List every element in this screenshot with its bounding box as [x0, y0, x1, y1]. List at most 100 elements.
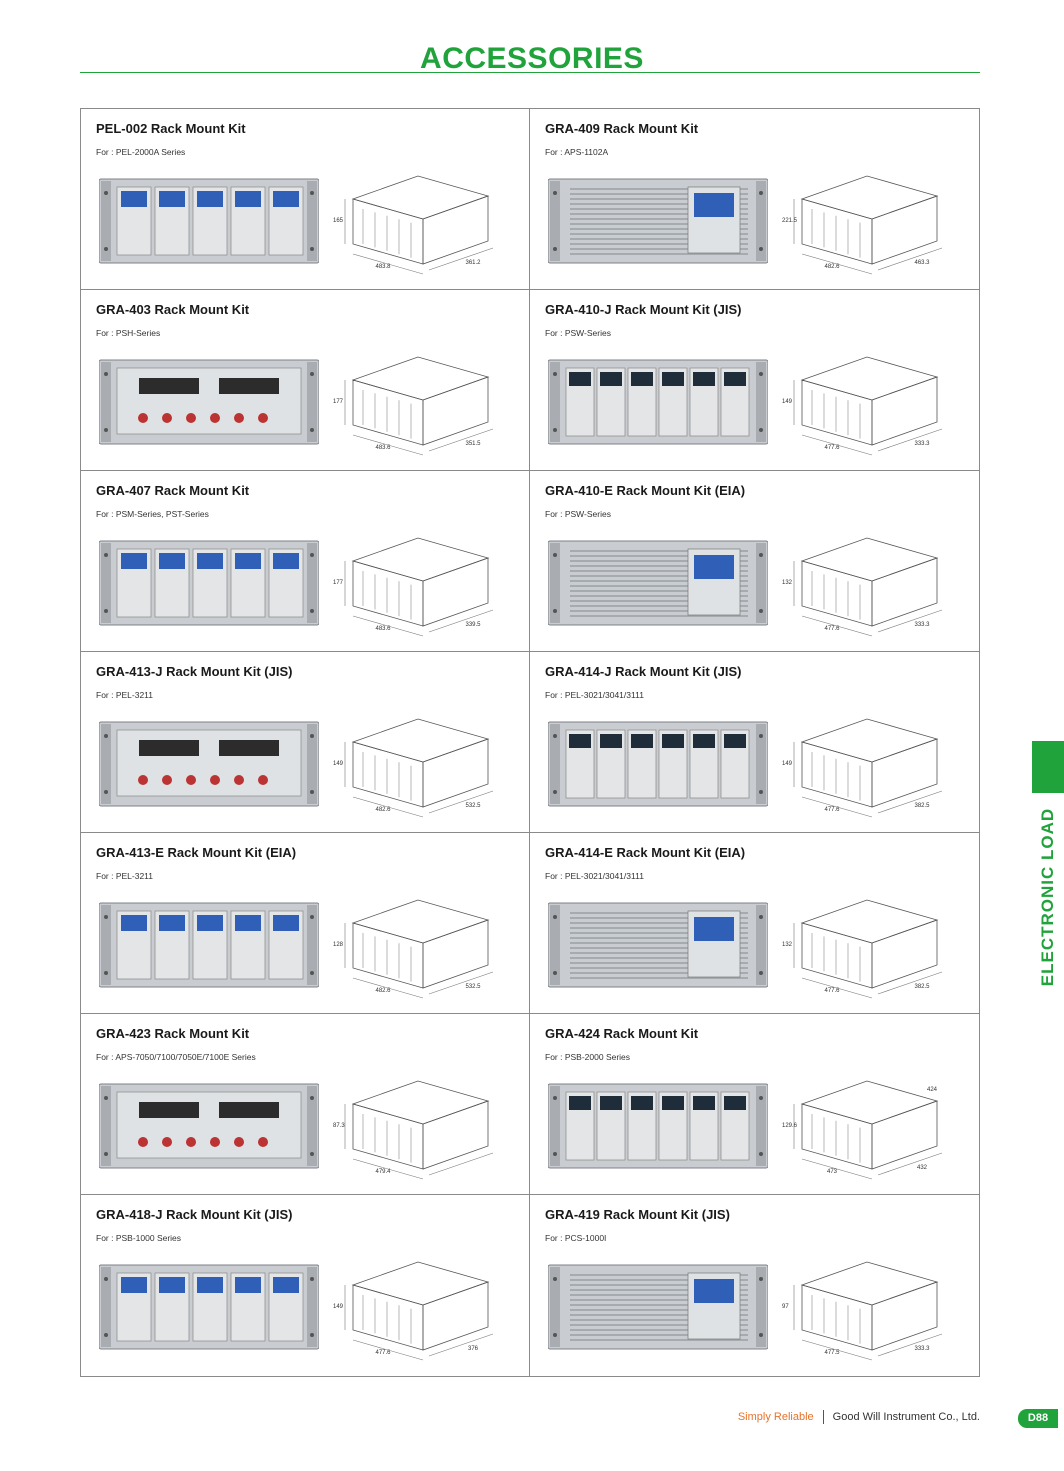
product-photo — [547, 902, 769, 988]
dimension-label: 376 — [468, 1346, 479, 1352]
product-photo — [547, 1264, 769, 1350]
product-compatibility: For : PSH-Series — [96, 328, 161, 338]
dimension-label: 483.6 — [375, 626, 391, 632]
product-photo — [98, 1083, 320, 1169]
dimension-label: 149 — [782, 399, 793, 405]
product-photo — [98, 902, 320, 988]
product-title: GRA-413-E Rack Mount Kit (EIA) — [96, 845, 297, 860]
product-compatibility: For : PSB-2000 Series — [545, 1052, 631, 1062]
product-photo-frame — [98, 1082, 320, 1172]
product-cell: GRA-413-J Rack Mount Kit (JIS)For : PEL-… — [81, 652, 530, 833]
product-photo-frame — [547, 720, 769, 810]
product-compatibility: For : PCS-1000I — [545, 1233, 607, 1243]
dimension-label: 532.5 — [465, 803, 481, 809]
product-drawing-frame: 149 477.6 376 — [333, 1250, 513, 1365]
product-cell: GRA-410-E Rack Mount Kit (EIA)For : PSW-… — [530, 471, 979, 652]
product-compatibility: For : PSM-Series, PST-Series — [96, 509, 209, 519]
product-drawing-frame: 97 477.5 333.3 — [782, 1250, 962, 1365]
dimension-label: 477.6 — [824, 445, 840, 451]
dimension-drawing: 149 477.6 376 — [333, 1261, 494, 1361]
product-title: GRA-423 Rack Mount Kit — [96, 1026, 250, 1041]
product-photo — [547, 1083, 769, 1169]
dimension-label: 149 — [782, 761, 793, 767]
dimension-label: 149 — [333, 761, 344, 767]
dimension-label: 477.5 — [824, 1350, 840, 1356]
product-photo-frame — [98, 358, 320, 448]
dimension-label: 221.5 — [782, 218, 798, 224]
product-photo — [547, 359, 769, 445]
product-compatibility: For : APS-7050/7100/7050E/7100E Series — [96, 1052, 256, 1062]
dimension-label: 477.6 — [375, 1350, 391, 1356]
product-compatibility: For : PEL-3021/3041/3111 — [545, 690, 644, 700]
product-title: PEL-002 Rack Mount Kit — [96, 121, 246, 136]
product-title: GRA-410-E Rack Mount Kit (EIA) — [545, 483, 746, 498]
dimension-label: 333.3 — [914, 622, 930, 628]
product-title: GRA-407 Rack Mount Kit — [96, 483, 250, 498]
product-title: GRA-414-J Rack Mount Kit (JIS) — [545, 664, 742, 679]
dimension-label: 132 — [782, 580, 793, 586]
product-photo-frame — [98, 1263, 320, 1353]
dimension-label: 97 — [782, 1304, 789, 1310]
side-tab-marker — [1032, 741, 1064, 793]
product-title: GRA-409 Rack Mount Kit — [545, 121, 699, 136]
product-title: GRA-424 Rack Mount Kit — [545, 1026, 699, 1041]
page-number-badge: D88 — [1018, 1409, 1058, 1428]
product-compatibility: For : PEL-3211 — [96, 690, 154, 700]
product-photo — [547, 721, 769, 807]
dimension-label: 333.3 — [914, 441, 930, 447]
product-photo-frame — [98, 539, 320, 629]
product-compatibility: For : PEL-3211 — [96, 871, 154, 881]
dimension-label: 129.6 — [782, 1123, 798, 1129]
dimension-label: 473 — [827, 1169, 838, 1175]
dimension-label: 361.2 — [465, 260, 481, 266]
product-drawing-frame: 177 483.6 339.5 — [333, 526, 513, 641]
product-cell: GRA-414-E Rack Mount Kit (EIA)For : PEL-… — [530, 833, 979, 1014]
product-title: GRA-419 Rack Mount Kit (JIS) — [545, 1207, 730, 1222]
dimension-drawing: 149 477.6 333.3 — [782, 356, 943, 456]
dimension-label: 339.5 — [465, 622, 481, 628]
dimension-drawing: 97 477.5 333.3 — [782, 1261, 943, 1361]
product-cell: GRA-419 Rack Mount Kit (JIS) For : PCS-10… — [530, 1195, 979, 1376]
dimension-label: 351.5 — [465, 441, 481, 447]
product-photo-frame — [98, 177, 320, 267]
dimension-label: 333.3 — [914, 1346, 930, 1352]
dimension-label: 479.4 — [375, 1169, 391, 1175]
footer: Simply Reliable Good Will Instrument Co.… — [738, 1410, 980, 1424]
product-photo-frame — [547, 1082, 769, 1172]
dimension-label: 177 — [333, 580, 344, 586]
product-cell: GRA-413-E Rack Mount Kit (EIA) For : PEL-… — [81, 833, 530, 1014]
dimension-label: 132 — [782, 942, 793, 948]
product-photo — [547, 540, 769, 626]
product-compatibility: For : PSB-1000 Series — [96, 1233, 182, 1243]
dimension-label: 128 — [333, 942, 344, 948]
product-title: GRA-414-E Rack Mount Kit (EIA) — [545, 845, 746, 860]
dimension-label: 483.8 — [375, 264, 391, 270]
section-side-label: ELECTRONIC LOAD — [1038, 807, 1057, 987]
product-compatibility: For : PEL-2000A Series — [96, 147, 186, 157]
product-photo — [98, 359, 320, 445]
dimension-label: 482.6 — [824, 264, 840, 270]
footer-company: Good Will Instrument Co., Ltd. — [832, 1411, 980, 1423]
dimension-label: 477.6 — [824, 807, 840, 813]
dimension-label: 177 — [333, 399, 344, 405]
dimension-label: 149 — [333, 1304, 344, 1310]
product-title: GRA-403 Rack Mount Kit — [96, 302, 250, 317]
